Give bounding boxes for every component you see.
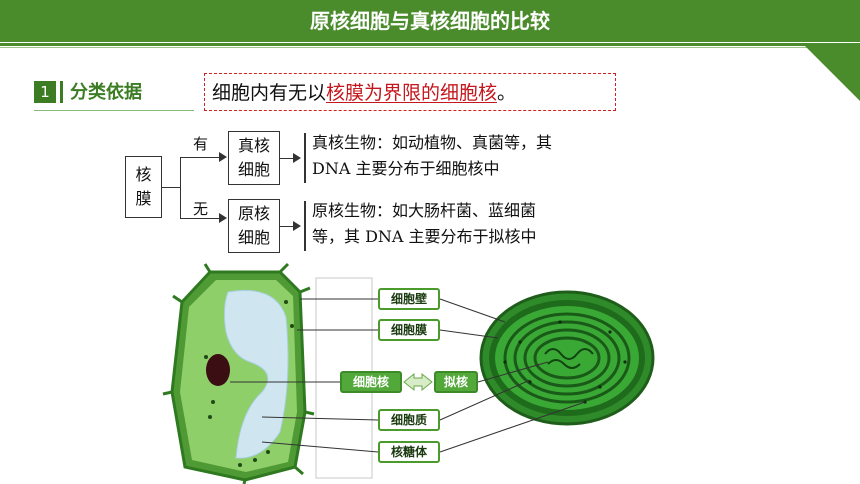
bacterial-cell-image (479, 290, 655, 426)
label-ribosome: 核糖体 (378, 441, 440, 463)
double-arrow-icon (403, 372, 433, 392)
root-line-2: 膜 (135, 189, 152, 208)
connector (180, 218, 220, 219)
connector (180, 157, 181, 218)
header-divider (0, 43, 860, 46)
arrow-icon (219, 152, 227, 162)
cell-comparison-illustration (162, 262, 655, 484)
branch-condition-yes: 有 (193, 135, 209, 153)
corner-decoration (802, 43, 860, 101)
criterion-prefix: 细胞内有无以 (212, 82, 327, 104)
label-cell-wall: 细胞壁 (378, 288, 440, 310)
section-underline (34, 110, 194, 111)
prokaryotic-cell-box: 原核 细胞 (228, 199, 280, 253)
criterion-box (204, 73, 616, 111)
section-separator (60, 81, 63, 103)
plant-cell-image (162, 262, 315, 484)
prokaryote-desc-line-1: 原核生物：如大肠杆菌、蓝细菌 (312, 201, 537, 220)
criterion-statement: 细胞内有无以核膜为界限的细胞核。 (212, 78, 516, 105)
root-line-1: 核 (135, 165, 152, 184)
prokaryote-desc-line-2: 等，其 DNA 主要分布于拟核中 (312, 227, 537, 246)
prokaryotic-line-2: 细胞 (237, 228, 270, 247)
nucleus-shape (206, 354, 230, 386)
page-title: 原核细胞与真核细胞的比较 (310, 9, 550, 33)
section-number: 1 (34, 81, 56, 103)
connector (280, 158, 294, 159)
eukaryotic-line-2: 细胞 (237, 160, 270, 179)
bracket (304, 201, 306, 251)
label-cell-membrane: 细胞膜 (378, 319, 440, 341)
bracket (304, 133, 306, 183)
connector (162, 187, 180, 188)
branch-condition-no: 无 (193, 200, 209, 218)
arrow-icon (293, 153, 301, 163)
arrow-icon (293, 221, 301, 231)
label-nucleus: 细胞核 (340, 371, 402, 393)
arrow-icon (219, 213, 227, 223)
criterion-answer: 核膜为界限的细胞核 (326, 82, 498, 104)
criterion-suffix: 。 (497, 82, 517, 104)
prokaryote-description: 原核生物：如大肠杆菌、蓝细菌 等，其 DNA 主要分布于拟核中 (312, 198, 537, 250)
eukaryote-desc-line-1: 真核生物：如动植物、真菌等，其 (312, 133, 553, 152)
label-nucleoid: 拟核 (434, 371, 478, 393)
connector (280, 226, 294, 227)
section-title: 分类依据 (70, 82, 142, 103)
label-cytoplasm: 细胞质 (378, 409, 440, 431)
root-box: 核 膜 (125, 156, 162, 218)
connector (180, 157, 220, 158)
eukaryotic-line-1: 真核 (237, 136, 270, 155)
title-bar: 原核细胞与真核细胞的比较 (0, 0, 860, 42)
prokaryotic-line-1: 原核 (237, 204, 270, 223)
header-divider-thin (0, 47, 860, 48)
eukaryotic-cell-box: 真核 细胞 (228, 131, 280, 185)
eukaryote-description: 真核生物：如动植物、真菌等，其 DNA 主要分布于细胞核中 (312, 130, 552, 182)
eukaryote-desc-line-2: DNA 主要分布于细胞核中 (312, 159, 500, 178)
